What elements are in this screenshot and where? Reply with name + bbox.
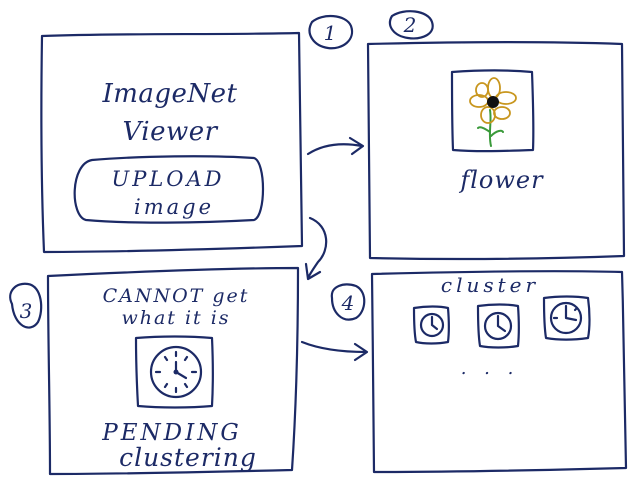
upload-button-label-line1: UPLOAD xyxy=(112,167,225,191)
step-number-4: 4 xyxy=(341,291,355,315)
panel-4-frame xyxy=(370,270,628,474)
step-badge-3: 3 xyxy=(9,282,43,329)
upload-button-label-line2: image xyxy=(134,195,214,219)
flower-icon xyxy=(469,77,517,147)
panel-3-frame xyxy=(46,266,300,476)
arrow-3-to-4 xyxy=(300,340,369,362)
cluster-item-2[interactable] xyxy=(476,303,520,349)
step-number-2: 2 xyxy=(403,13,417,37)
flower-image-thumbnail xyxy=(450,69,535,153)
step-badge-1: 1 xyxy=(308,15,354,50)
cluster-item-3[interactable] xyxy=(542,295,591,341)
upload-image-button[interactable]: UPLOAD image xyxy=(73,155,264,224)
arrow-1-to-2 xyxy=(306,136,365,156)
step-badge-4: 4 xyxy=(330,283,366,321)
prediction-label: flower xyxy=(458,166,544,194)
step-number-3: 3 xyxy=(20,299,33,323)
arrow-1-to-3 xyxy=(304,216,328,281)
clock-icon xyxy=(483,311,513,341)
step-badge-2: 2 xyxy=(388,10,434,40)
panel-2-frame xyxy=(366,41,626,261)
status-line1: PENDING xyxy=(101,420,241,446)
panel-4-cluster-view: 4 cluster . . . xyxy=(330,270,628,474)
panel-2-recognized-result: 2 flower xyxy=(366,10,626,261)
panel-1-frame xyxy=(40,31,304,254)
unknown-message-line2: what it is xyxy=(121,307,230,329)
cluster-item-1[interactable] xyxy=(412,305,450,345)
app-title-line2: Viewer xyxy=(122,117,218,147)
unknown-message-line1: CANNOT get xyxy=(103,285,250,307)
clock-icon xyxy=(549,301,583,335)
app-title-line1: ImageNet xyxy=(101,79,237,109)
cluster-label: cluster xyxy=(441,273,539,297)
status-line2: clustering xyxy=(119,443,257,472)
panel-3-unrecognized-result: 3 CANNOT get what it is PENDING clusteri… xyxy=(9,266,300,476)
step-number-1: 1 xyxy=(324,21,337,45)
panel-1-upload-screen: 1 ImageNet Viewer UPLOAD image xyxy=(40,15,354,254)
clock-image-thumbnail xyxy=(134,335,214,409)
more-items-indicator: . . . xyxy=(461,358,520,379)
clock-icon xyxy=(149,345,203,399)
clock-icon xyxy=(419,312,445,338)
